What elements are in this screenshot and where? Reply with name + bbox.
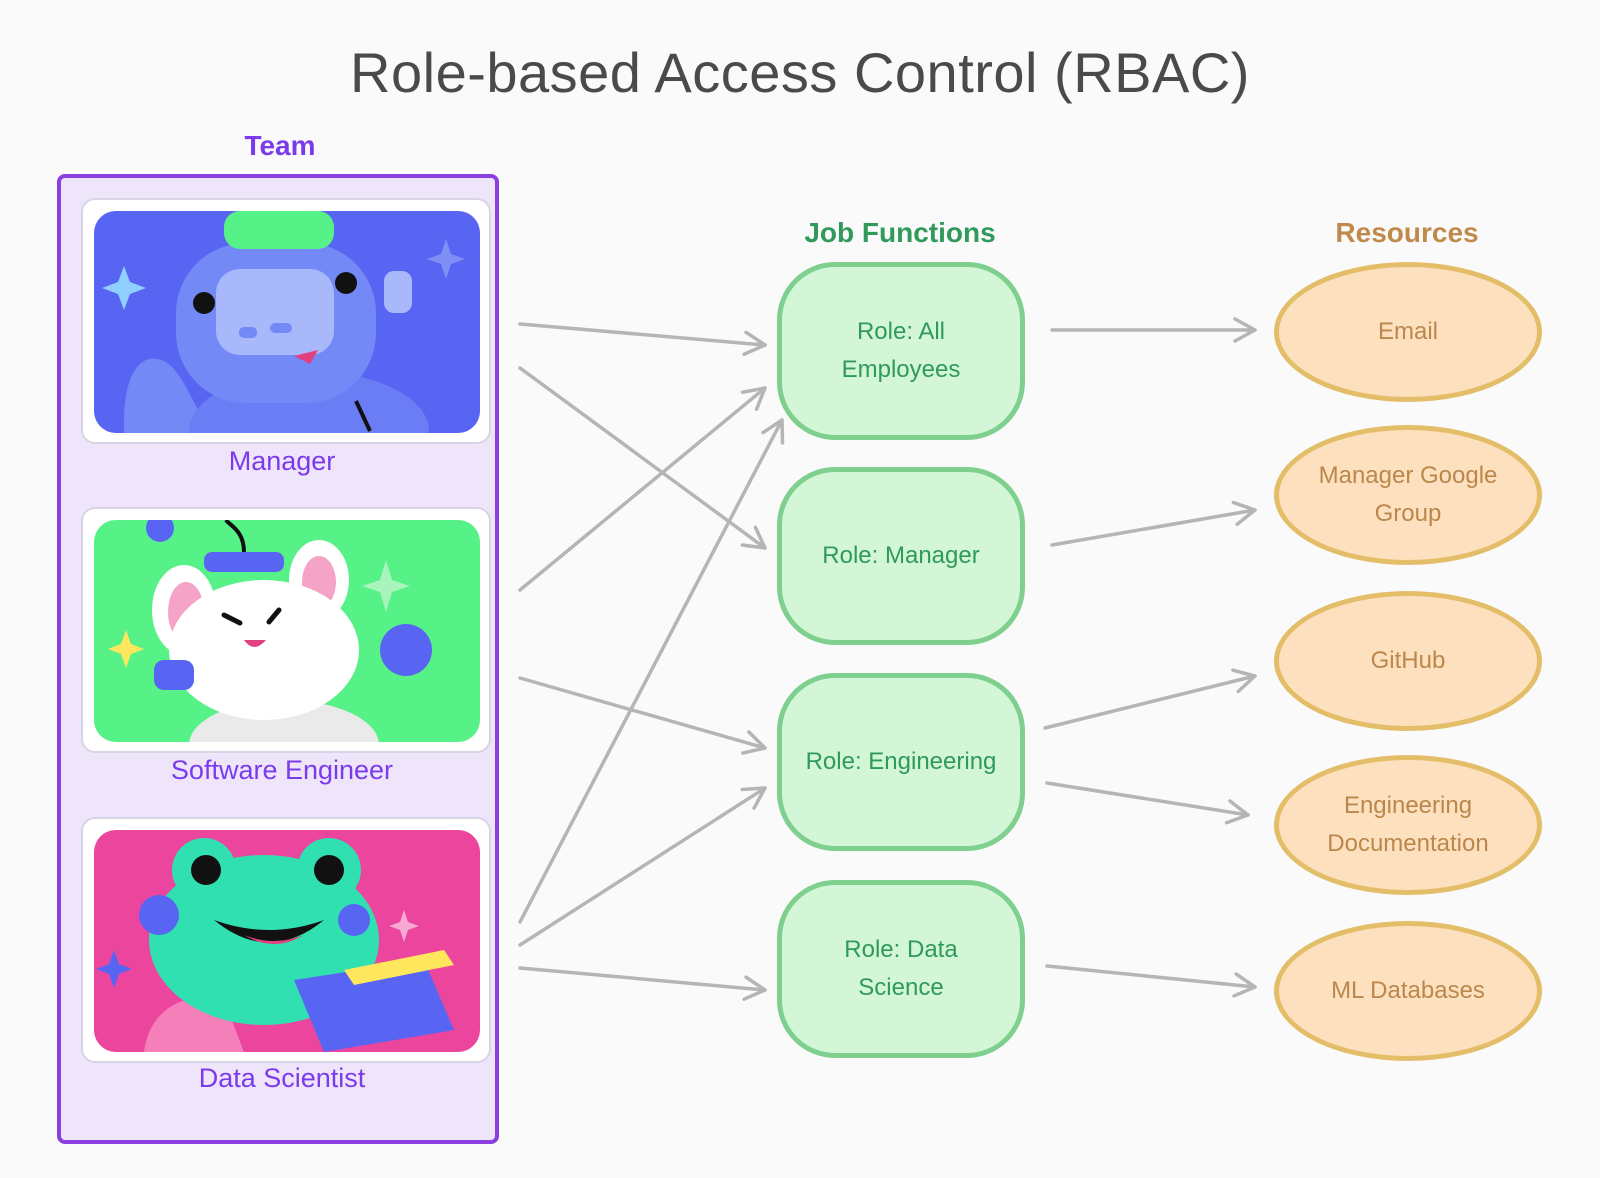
resource-label: Manager Google Group: [1318, 462, 1498, 527]
arrow-data-science-to-ml-databases: [1045, 964, 1257, 998]
role-label: Role: Manager: [822, 542, 980, 569]
resource-label: GitHub: [1370, 647, 1446, 674]
resource-label: Email: [1377, 318, 1438, 345]
role-all-employees[interactable]: Role: All Employees: [777, 262, 1025, 440]
arrow-manager-to-all-employees: [518, 322, 767, 357]
diagram-title: Role-based Access Control (RBAC): [350, 41, 1250, 104]
arrow-datasci-to-engineering: [518, 786, 767, 947]
arrow-manager-to-role-manager: [518, 366, 767, 550]
arrow-engineering-to-github: [1043, 668, 1257, 730]
role-manager[interactable]: Role: Manager: [777, 467, 1025, 645]
arrow-datasci-to-all-employees: [518, 418, 785, 924]
arrow-engineer-to-all-employees: [518, 386, 767, 592]
resource-label: Engineering Documentation: [1327, 792, 1489, 857]
job-functions-heading: Job Functions: [804, 217, 996, 248]
team-member-label: Software Engineer: [170, 755, 394, 785]
resource-github[interactable]: GitHub: [1274, 591, 1542, 731]
arrow-datasci-to-data-science: [518, 966, 767, 1001]
team-member-label: Manager: [228, 446, 336, 476]
resource-email[interactable]: Email: [1274, 262, 1542, 402]
team-card-software-engineer[interactable]: [81, 507, 491, 753]
resource-ml-databases[interactable]: ML Databases: [1274, 921, 1542, 1061]
team-panel: Manager: [57, 174, 499, 1144]
resources-heading: Resources: [1335, 217, 1479, 248]
role-label: Role: Engineering: [805, 748, 997, 775]
arrow-engineering-to-docs: [1045, 781, 1250, 825]
role-data-science[interactable]: Role: Data Science: [777, 880, 1025, 1058]
resource-engineering-documentation[interactable]: Engineering Documentation: [1274, 755, 1542, 895]
arrow-role-manager-to-google-group: [1050, 500, 1257, 547]
role-engineering[interactable]: Role: Engineering: [777, 673, 1025, 851]
team-card-data-scientist[interactable]: [81, 817, 491, 1063]
resource-label: ML Databases: [1331, 977, 1485, 1004]
role-label: Role: Data Science: [844, 936, 958, 1001]
mouse-mascot-illustration: [94, 520, 480, 742]
team-card-manager[interactable]: [81, 198, 491, 444]
arrow-engineer-to-engineering: [518, 676, 767, 755]
team-member-label: Data Scientist: [198, 1063, 366, 1093]
role-label: Role: All Employees: [841, 318, 961, 383]
robot-mascot-illustration: [94, 211, 480, 433]
team-heading: Team: [244, 130, 316, 161]
frog-mascot-illustration: [94, 830, 480, 1052]
resource-manager-google-group[interactable]: Manager Google Group: [1274, 425, 1542, 565]
